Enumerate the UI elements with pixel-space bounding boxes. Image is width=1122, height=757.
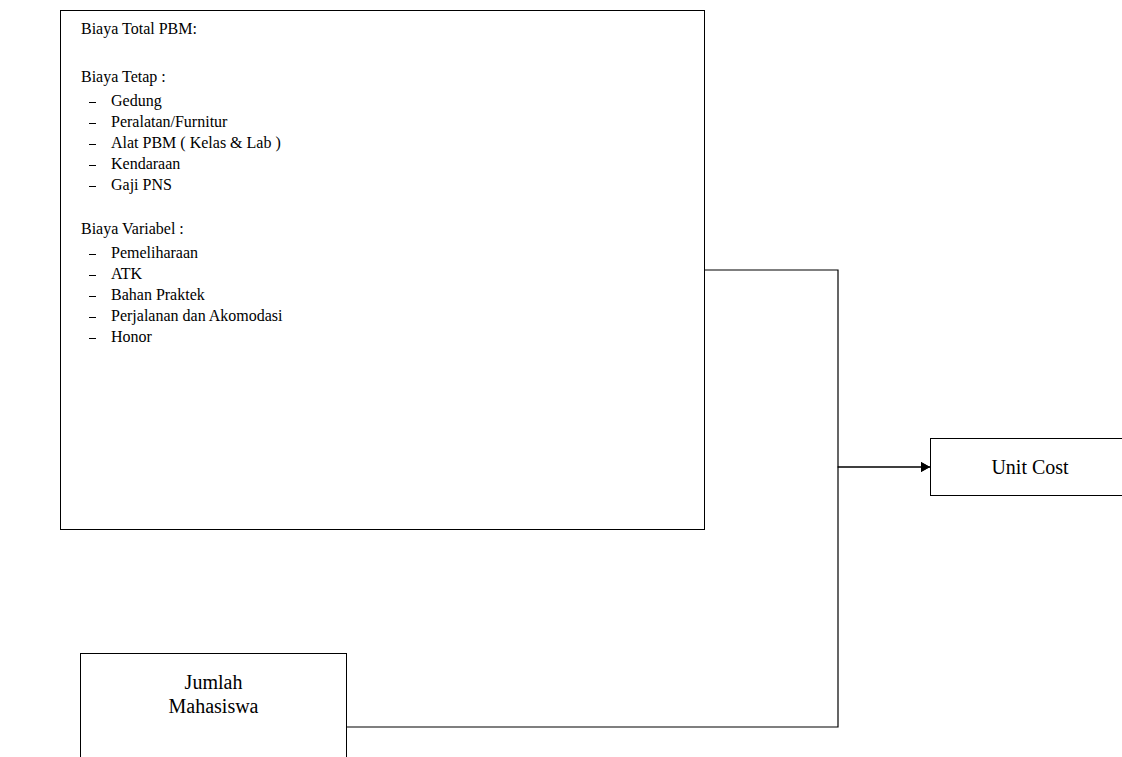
list-item: Bahan Praktek bbox=[111, 285, 205, 305]
connector bbox=[347, 462, 930, 727]
input-box: Jumlah Mahasiswa bbox=[80, 653, 347, 757]
arrow-head bbox=[921, 462, 930, 472]
list-dash bbox=[89, 275, 96, 276]
list-dash bbox=[89, 254, 96, 255]
connector-line bbox=[347, 467, 930, 727]
box-label: Unit Cost bbox=[991, 455, 1068, 479]
list-item: Perjalanan dan Akomodasi bbox=[111, 306, 283, 326]
list-dash bbox=[89, 144, 96, 145]
section-heading: Biaya Tetap : bbox=[81, 67, 166, 87]
list-item: Peralatan/Furnitur bbox=[111, 112, 227, 132]
box-label: Jumlah Mahasiswa bbox=[159, 670, 269, 718]
list-item: Honor bbox=[111, 327, 152, 347]
list-item: ATK bbox=[111, 264, 142, 284]
list-dash bbox=[89, 338, 96, 339]
cost-list-box: Biaya Total PBM: Biaya Tetap : GedungPeral… bbox=[60, 10, 705, 530]
list-dash bbox=[89, 317, 96, 318]
list-item: Gedung bbox=[111, 91, 162, 111]
list-item: Gaji PNS bbox=[111, 175, 172, 195]
section-heading: Biaya Total PBM: bbox=[81, 19, 197, 39]
list-dash bbox=[89, 123, 96, 124]
arrow-head bbox=[921, 462, 930, 472]
section-heading: Biaya Variabel : bbox=[81, 219, 184, 239]
list-item: Kendaraan bbox=[111, 154, 180, 174]
list-item: Alat PBM ( Kelas & Lab ) bbox=[111, 133, 281, 153]
list-item: Pemeliharaan bbox=[111, 243, 198, 263]
list-dash bbox=[89, 296, 96, 297]
list-dash bbox=[89, 102, 96, 103]
connector bbox=[705, 270, 930, 472]
list-dash bbox=[89, 186, 96, 187]
list-dash bbox=[89, 165, 96, 166]
connector-line bbox=[705, 270, 930, 467]
result-box: Unit Cost bbox=[930, 438, 1122, 496]
